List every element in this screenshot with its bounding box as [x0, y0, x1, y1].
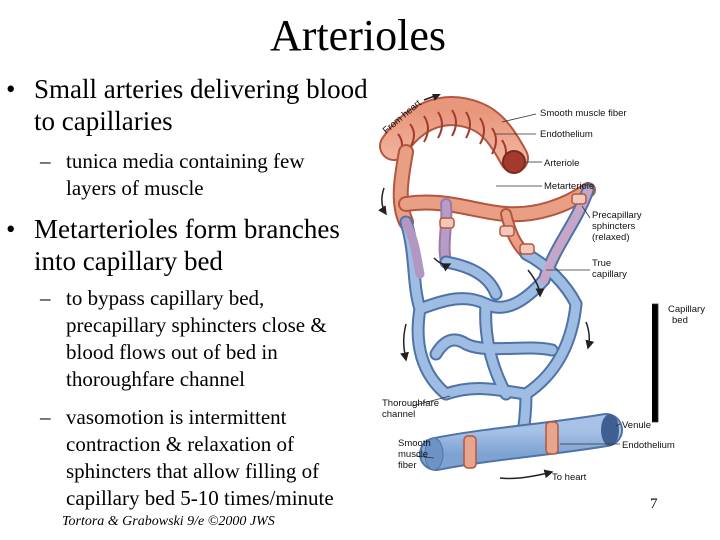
- sub-bullet-line: capillary bed 5-10 times/minute: [66, 486, 334, 510]
- label-thoroughfare-1: Thoroughfare: [382, 398, 439, 409]
- sub-bullet-dash-icon: –: [40, 149, 51, 173]
- bullet-line: to capillaries: [34, 106, 173, 136]
- label-smooth-muscle-2: muscle: [398, 449, 428, 460]
- label-true-capillary-2: capillary: [592, 269, 627, 280]
- label-endothelium-bottom: Endothelium: [622, 440, 675, 451]
- label-endothelium-top: Endothelium: [540, 129, 593, 140]
- slide-title: Arterioles: [270, 11, 446, 60]
- label-smooth-muscle-1: Smooth: [398, 438, 431, 449]
- sub-bullet-dash-icon: –: [40, 286, 51, 310]
- sub-bullet-line: to bypass capillary bed,: [66, 286, 265, 310]
- sub-bullet-line: thoroughfare channel: [66, 367, 246, 391]
- label-venule: Venule: [622, 420, 651, 431]
- page-number: 7: [650, 496, 658, 512]
- sub-bullet-line: layers of muscle: [66, 176, 204, 200]
- label-precapillary-1: Precapillary: [592, 210, 642, 221]
- bullet-line: Small arteries delivering blood: [34, 74, 368, 104]
- leader-lines: [411, 113, 659, 459]
- sub-bullet-line: sphincters that allow filling of: [66, 459, 320, 483]
- sub-bullet-line: blood flows out of bed in: [66, 340, 278, 364]
- label-true-capillary-1: True: [592, 258, 611, 269]
- precapillary-sphincters: [439, 193, 587, 255]
- slide-footer-credit: Tortora & Grabowski 9/e ©2000 JWS: [62, 514, 275, 529]
- sub-bullet-dash-icon: –: [40, 405, 51, 429]
- arteriole-vessel: [379, 96, 529, 174]
- label-to-heart: To heart: [552, 472, 587, 483]
- label-precapillary-3: (relaxed): [592, 232, 630, 243]
- label-capillary-bed-1: Capillary: [668, 304, 705, 315]
- bullet-line: into capillary bed: [34, 246, 223, 276]
- sub-bullet-line: precapillary sphincters close &: [66, 313, 327, 337]
- label-arteriole: Arteriole: [544, 158, 579, 169]
- label-smooth-muscle-3: fiber: [398, 460, 416, 471]
- label-precapillary-2: sphincters: [592, 221, 636, 232]
- bullet-line: Metarterioles form branches: [34, 214, 340, 244]
- label-smooth-muscle-fiber-top: Smooth muscle fiber: [540, 108, 627, 119]
- label-thoroughfare-2: channel: [382, 409, 415, 420]
- sub-bullet-line: contraction & relaxation of: [66, 432, 294, 456]
- sub-bullet-line: vasomotion is intermittent: [66, 405, 287, 429]
- bullet-dot-icon: •: [6, 74, 16, 104]
- label-capillary-bed-2: bed: [672, 315, 688, 326]
- bullet-dot-icon: •: [6, 214, 16, 244]
- venule-vessel: [419, 413, 623, 471]
- flow-arrows: [378, 94, 595, 480]
- capillary-bed-diagram: From heart Smooth muscle fiber Endotheli…: [378, 94, 705, 483]
- capillary-network: [399, 183, 595, 447]
- sub-bullet-line: tunica media containing few: [66, 149, 305, 173]
- label-metarteriole: Metarteriole: [544, 181, 594, 192]
